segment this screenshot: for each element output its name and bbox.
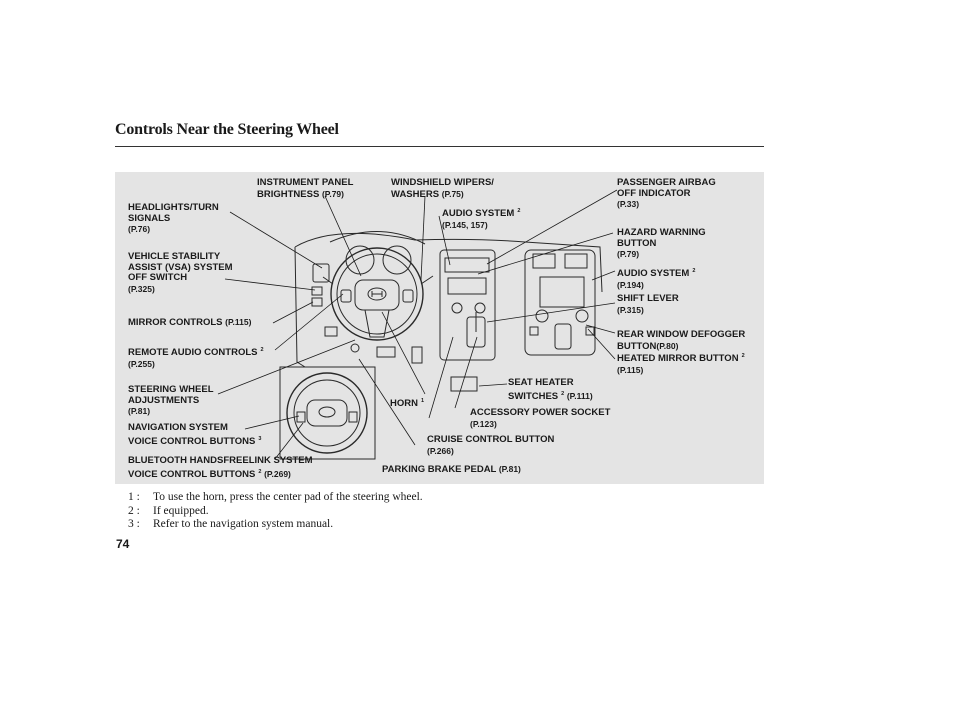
label-bluetooth-voice-buttons: BLUETOOTH HANDSFREELINK SYSTEM VOICE CON… [128,455,313,480]
dashboard-illustration [217,189,618,460]
label-instrument-panel-brightness: INSTRUMENT PANEL BRIGHTNESS (P.79) [257,177,354,200]
footnotes: 1 :To use the horn, press the center pad… [128,491,423,532]
label-cruise-control-button: CRUISE CONTROL BUTTON(P.266) [427,434,555,456]
footnote-item: 3 :Refer to the navigation system manual… [128,518,334,530]
label-accessory-power-socket: ACCESSORY POWER SOCKET(P.123) [470,407,611,429]
title-rule [115,146,764,147]
inset-frame [279,366,376,460]
page-number: 74 [116,537,130,551]
footnote-item: 1 :To use the horn, press the center pad… [128,491,423,503]
label-mirror-controls: MIRROR CONTROLS (P.115) [128,317,252,328]
footnote-item: 2 :If equipped. [128,504,209,517]
dash-outline [294,232,603,293]
label-rear-defogger-button: REAR WINDOW DEFOGGER BUTTON(P.80) [617,329,746,352]
label-parking-brake-pedal: PARKING BRAKE PEDAL (P.81) [382,464,521,475]
audio-unit-right [524,249,596,356]
label-windshield-wipers: WINDSHIELD WIPERS/ WASHERS (P.75) [391,177,494,200]
page-title: Controls Near the Steering Wheel [115,121,339,138]
label-shift-lever: SHIFT LEVER(P.315) [617,293,679,315]
steering-wheel-main [330,247,424,341]
audio-unit-left [439,249,496,361]
